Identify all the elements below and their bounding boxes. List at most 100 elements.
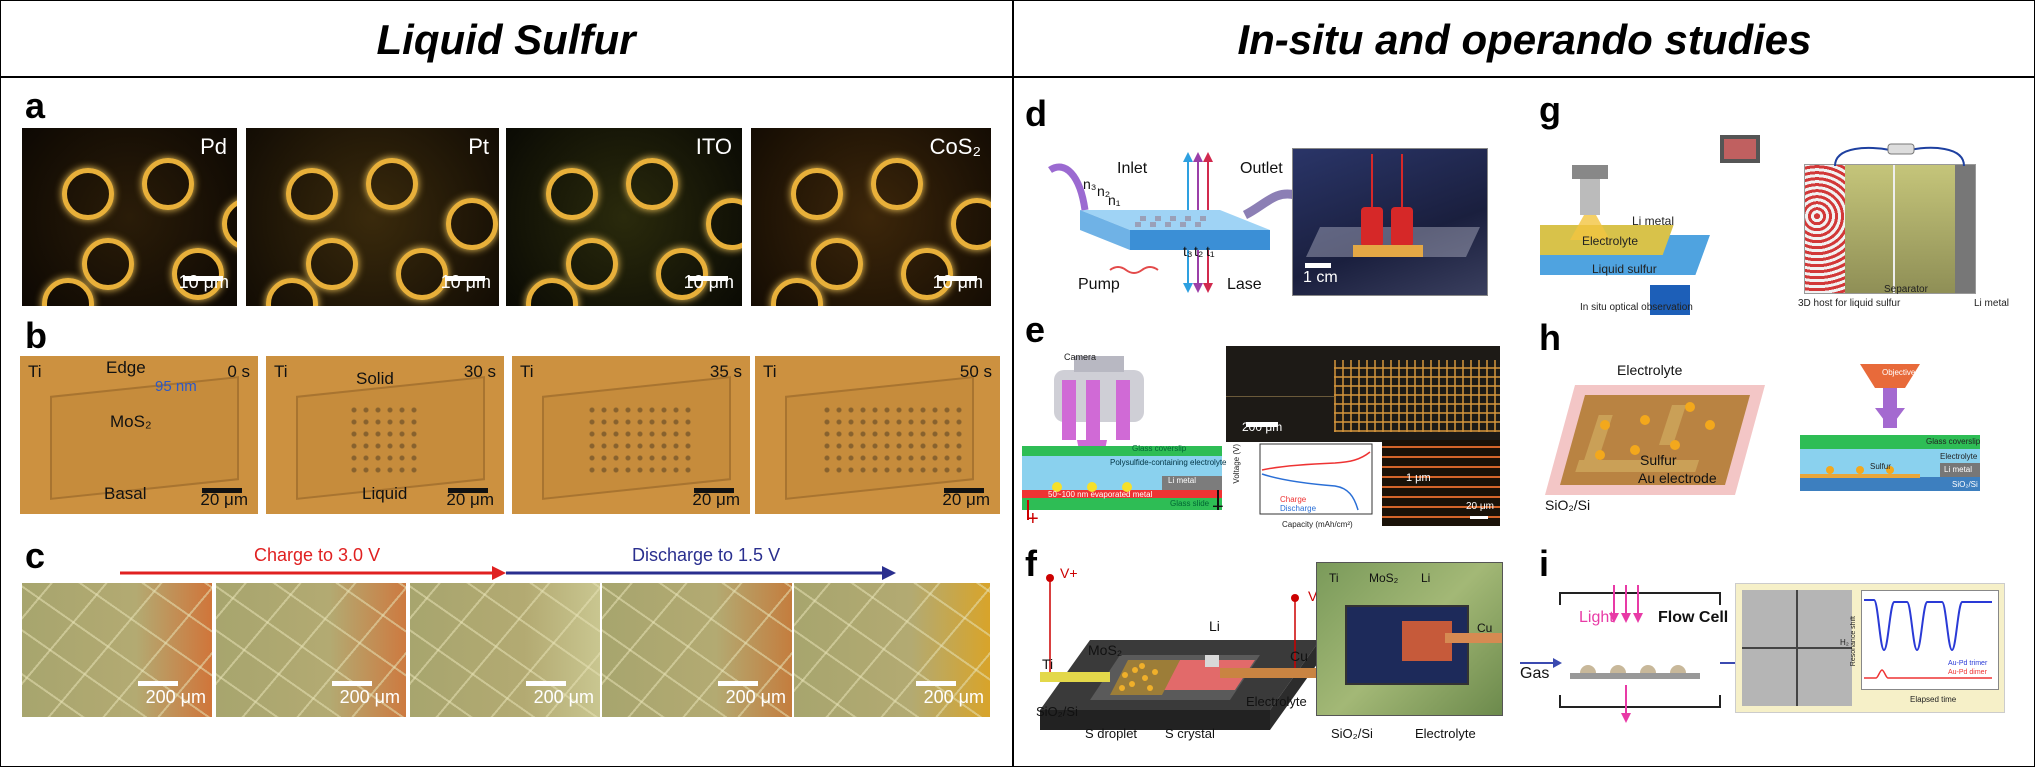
a-droplet-ring	[951, 198, 991, 250]
i-h2: H₂	[1840, 638, 1849, 647]
panel-f-label: f	[1025, 543, 1037, 584]
f-photo-electrolyte: Electrolyte	[1415, 726, 1476, 741]
t1-label: t₁	[1206, 243, 1215, 259]
b-time-label: 30 s	[463, 362, 496, 381]
h-cell-schematic	[1800, 364, 1980, 491]
inlet-label: Inlet	[1117, 160, 1148, 177]
a-metal-label: ITO	[695, 134, 732, 159]
b-liquid-region	[348, 404, 423, 474]
e-plot-discharge: Discharge	[1280, 504, 1317, 513]
c-scale-bar	[138, 681, 178, 686]
e-metal-label: 50~100 nm evaporated metal	[1048, 490, 1153, 499]
f-photo-ti: Ti	[1329, 571, 1339, 585]
n3-label: n₃	[1083, 176, 1097, 192]
charge-label: Charge to 3.0 V	[254, 545, 381, 565]
h-electrode-schematic	[1545, 385, 1765, 495]
i-yaxis: Resonance shift	[1850, 616, 1857, 667]
i-dimer: Au-Pd dimer	[1948, 669, 1987, 676]
a-scale-text: 10 μm	[178, 272, 229, 292]
a-droplet-ring	[222, 198, 237, 250]
a-droplet-ring	[142, 158, 194, 210]
b-edge-label: Edge	[106, 358, 146, 377]
e-optical-cell-schematic	[1022, 356, 1222, 520]
e-electrode-grid-image: 200 μm	[1226, 346, 1500, 442]
a-droplet-ring	[791, 168, 843, 220]
a-droplet-ring	[42, 278, 94, 306]
lase-label: Lase	[1227, 276, 1262, 293]
c-micrograph-tile: 200 μm	[410, 583, 600, 717]
g-liquid: Liquid sulfur	[1592, 262, 1657, 276]
f-ti: Ti	[1042, 656, 1054, 672]
e-scale-text-1: 200 μm	[1242, 420, 1283, 434]
t3-label: t₃	[1183, 243, 1193, 259]
f-photo-sio2: SiO₂/Si	[1331, 726, 1373, 741]
c-grain-network	[216, 583, 406, 717]
e-plot-ylabel: Voltage (V)	[1232, 444, 1241, 484]
f-cu: Cu	[1290, 648, 1308, 664]
a-droplet-ring	[306, 238, 358, 290]
b-scale-text: 20 μm	[942, 490, 990, 509]
e-scale-bar-1	[1246, 422, 1278, 427]
f-mos2: MoS₂	[1088, 642, 1123, 658]
h-sulfur2: Sulfur	[1870, 462, 1891, 471]
i-result-panel	[1735, 583, 2005, 713]
b-sample-label: Ti	[274, 362, 288, 381]
i-resonance-plot	[1864, 599, 1992, 679]
panel-a-label: a	[25, 85, 46, 126]
c-micrograph-tile: 200 μm	[794, 583, 990, 717]
h-coverslip: Glass coverslip	[1926, 437, 1981, 446]
b-scale-bar	[944, 488, 984, 493]
a-droplet-ring	[366, 158, 418, 210]
b-sample-label: Ti	[28, 362, 42, 381]
e-minus-label: −	[1212, 496, 1224, 518]
b-liquid-region	[586, 404, 696, 474]
panel-h-label: h	[1539, 317, 1561, 358]
b-mos2-flake	[50, 376, 239, 500]
a-droplet-ring	[172, 248, 224, 300]
h-sio2: SiO₂/Si	[1545, 497, 1591, 513]
b-scale-bar	[202, 488, 242, 493]
panel-d-label: d	[1025, 93, 1047, 134]
n1-label: n₁	[1108, 192, 1121, 208]
h-electrolyte: Electrolyte	[1617, 362, 1683, 378]
a-metal-label: CoS₂	[929, 134, 981, 159]
e-li-label: Li metal	[1168, 476, 1197, 485]
i-light: Light	[1579, 609, 1614, 626]
panel-c-label: c	[25, 535, 46, 576]
h-sulfur: Sulfur	[1640, 452, 1677, 468]
c-micrograph-tile: 200 μm	[216, 583, 406, 717]
a-droplet-ring	[546, 168, 598, 220]
e-camera-label: Camera	[1064, 352, 1097, 362]
f-electrolyte: Electrolyte	[1246, 694, 1307, 709]
c-micrograph-tile: 200 μm	[602, 583, 792, 717]
c-grain-network	[22, 583, 212, 717]
b-time-label: 50 s	[959, 362, 992, 381]
f-photo-mos2: MoS₂	[1369, 571, 1399, 585]
a-droplet-ring	[626, 158, 678, 210]
f-vplus: V+	[1060, 565, 1078, 581]
a-scale-bar	[937, 276, 977, 281]
panel-e-label: e	[1025, 309, 1046, 350]
charge-discharge-arrows	[120, 566, 896, 580]
a-metal-label: Pd	[200, 134, 227, 159]
h-sio2b: SiO₂/Si	[1952, 480, 1978, 489]
c-scale-bar	[718, 681, 758, 686]
header-divider	[0, 76, 2035, 78]
c-scale-bar	[332, 681, 372, 686]
h-li: Li metal	[1944, 465, 1973, 474]
b-scale-bar	[694, 488, 734, 493]
c-scale-text: 200 μm	[923, 687, 984, 707]
e-plot-charge: Charge	[1280, 495, 1307, 504]
g-optical-setup	[1540, 135, 1760, 315]
f-sio2: SiO₂/Si	[1036, 704, 1078, 719]
panel-i-label: i	[1539, 543, 1550, 584]
c-grain-network	[794, 583, 990, 717]
b-scale-text: 20 μm	[200, 490, 248, 509]
t2-label: t₂	[1194, 243, 1204, 259]
n2-label: n₂	[1097, 183, 1111, 199]
f-photo-li: Li	[1421, 571, 1431, 585]
e-plot-xlabel: Capacity (mAh/cm²)	[1282, 520, 1353, 529]
